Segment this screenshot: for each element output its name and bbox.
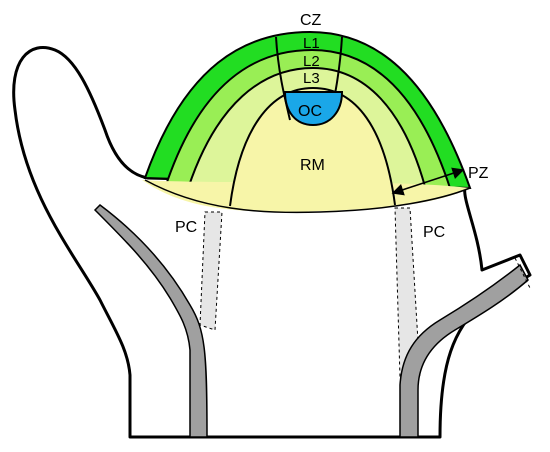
label-pc-left: PC [175,219,197,236]
label-l2: L2 [303,53,320,70]
vascular-strand-right [399,263,529,438]
label-l3: L3 [303,70,320,87]
label-l1: L1 [303,35,320,52]
rib-meristem-bottom-edge [144,179,471,214]
label-rm: RM [300,157,325,174]
organizing-center [283,91,344,127]
rib-meristem-inner-arc [229,86,396,207]
label-pc-right: PC [423,224,445,241]
central-zone-left-boundary [275,36,291,121]
label-oc: OC [298,103,322,120]
rib-meristem-core [230,88,395,206]
procambium-left [199,211,223,331]
peripheral-zone-arrow [391,167,465,196]
vascular-strand-left [93,204,208,438]
label-cz: CZ [300,12,322,29]
label-pz: PZ [468,165,489,182]
